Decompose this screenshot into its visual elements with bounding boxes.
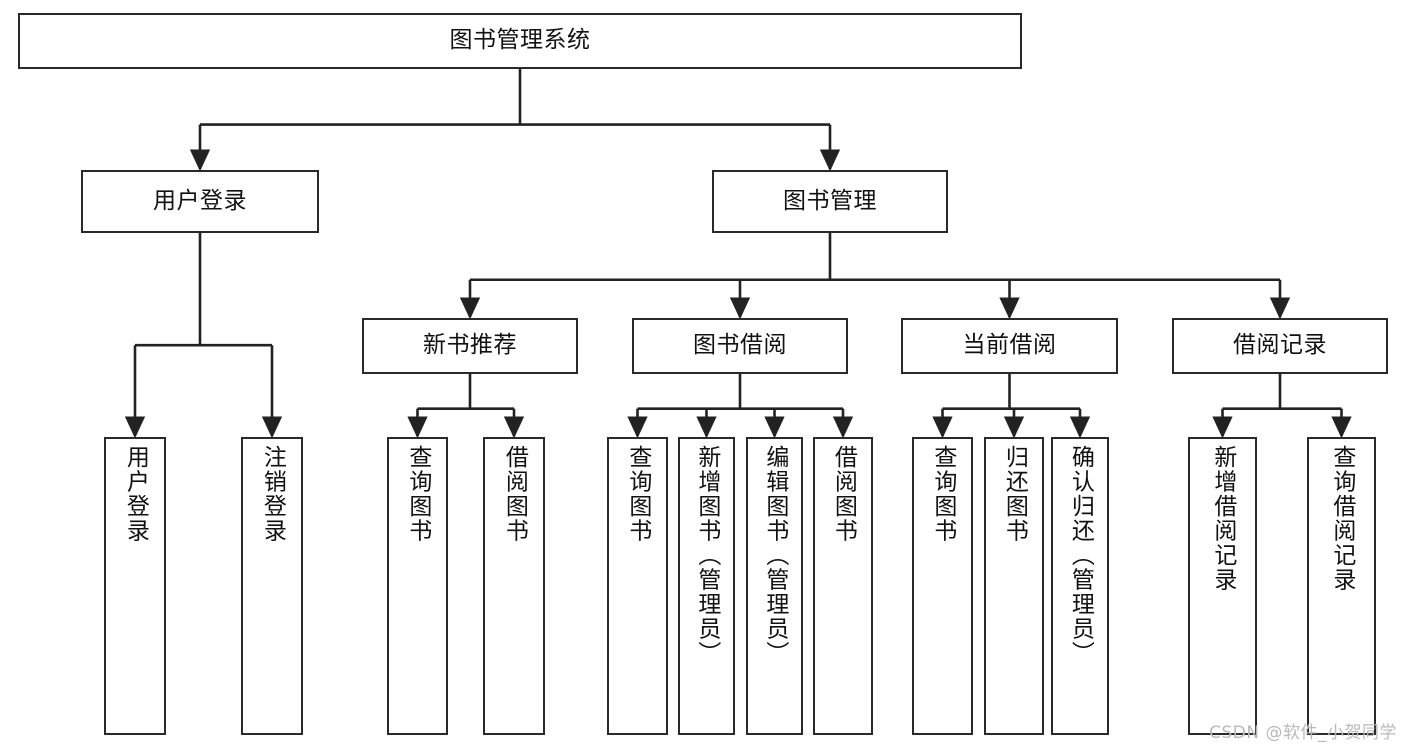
node-current-borrow[interactable]: 当前借阅: [901, 318, 1118, 374]
node-label: 借阅图书: [501, 445, 528, 543]
edge-group: [124, 69, 1352, 439]
node-leaf-add-borrow-record[interactable]: 新增借阅记录: [1188, 437, 1257, 735]
node-label: 注销登录: [259, 445, 286, 543]
node-book-borrow[interactable]: 图书借阅: [632, 318, 848, 374]
node-label: 确认归还（管理员）: [1067, 445, 1094, 666]
node-leaf-query-book-1[interactable]: 查询图书: [387, 437, 448, 735]
node-book-manage[interactable]: 图书管理: [712, 170, 948, 233]
node-leaf-logout-login[interactable]: 注销登录: [241, 437, 303, 735]
node-user-login[interactable]: 用户登录: [81, 170, 319, 233]
watermark-label: CSDN @软件_小贺同学: [1209, 723, 1397, 743]
node-leaf-return-book[interactable]: 归还图书: [984, 437, 1044, 735]
node-label: 图书管理: [783, 187, 877, 214]
node-leaf-borrow-book-1[interactable]: 借阅图书: [483, 437, 545, 735]
node-leaf-edit-book-admin[interactable]: 编辑图书（管理员）: [746, 437, 803, 735]
node-label: 借阅记录: [1233, 332, 1327, 359]
node-label: 用户登录: [153, 187, 247, 214]
node-label: 用户登录: [122, 445, 149, 543]
node-label: 新增借阅记录: [1209, 445, 1236, 592]
node-leaf-borrow-book-2[interactable]: 借阅图书: [813, 437, 873, 735]
node-leaf-add-book-admin[interactable]: 新增图书（管理员）: [678, 437, 735, 735]
node-label: 借阅图书: [830, 445, 857, 543]
node-leaf-confirm-return-admin[interactable]: 确认归还（管理员）: [1051, 437, 1109, 735]
node-label: 新书推荐: [423, 332, 517, 359]
node-label: 归还图书: [1001, 445, 1028, 543]
node-root[interactable]: 图书管理系统: [18, 13, 1022, 69]
node-label: 图书借阅: [693, 332, 787, 359]
node-leaf-query-book-3[interactable]: 查询图书: [912, 437, 973, 735]
node-label: 查询图书: [929, 445, 956, 543]
node-label: 查询图书: [624, 445, 651, 543]
node-new-book-recommend[interactable]: 新书推荐: [362, 318, 578, 374]
node-label: 查询图书: [404, 445, 431, 543]
node-label: 当前借阅: [962, 332, 1057, 359]
node-borrow-record[interactable]: 借阅记录: [1172, 318, 1388, 374]
node-label: 查询借阅记录: [1328, 445, 1355, 592]
node-label: 新增图书（管理员）: [693, 445, 720, 666]
node-label: 图书管理系统: [449, 27, 591, 54]
node-leaf-query-borrow-record[interactable]: 查询借阅记录: [1307, 437, 1376, 735]
node-leaf-query-book-2[interactable]: 查询图书: [607, 437, 668, 735]
node-label: 编辑图书（管理员）: [761, 445, 788, 666]
node-leaf-user-login[interactable]: 用户登录: [104, 437, 166, 735]
